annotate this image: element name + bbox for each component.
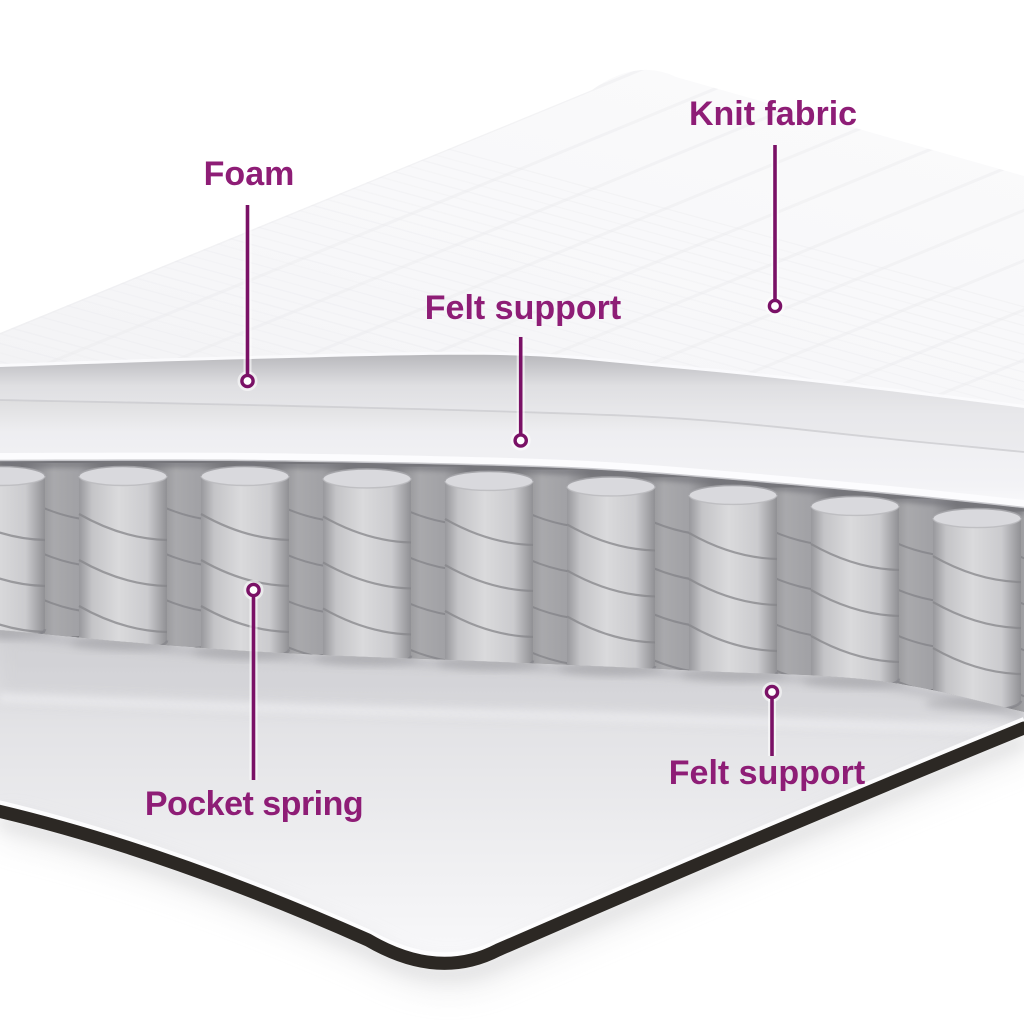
svg-text:Foam: Foam xyxy=(204,155,295,193)
svg-text:Knit fabric: Knit fabric xyxy=(689,95,857,133)
svg-text:Pocket spring: Pocket spring xyxy=(145,785,363,823)
svg-text:Felt support: Felt support xyxy=(669,754,865,792)
svg-text:Felt support: Felt support xyxy=(425,289,621,327)
